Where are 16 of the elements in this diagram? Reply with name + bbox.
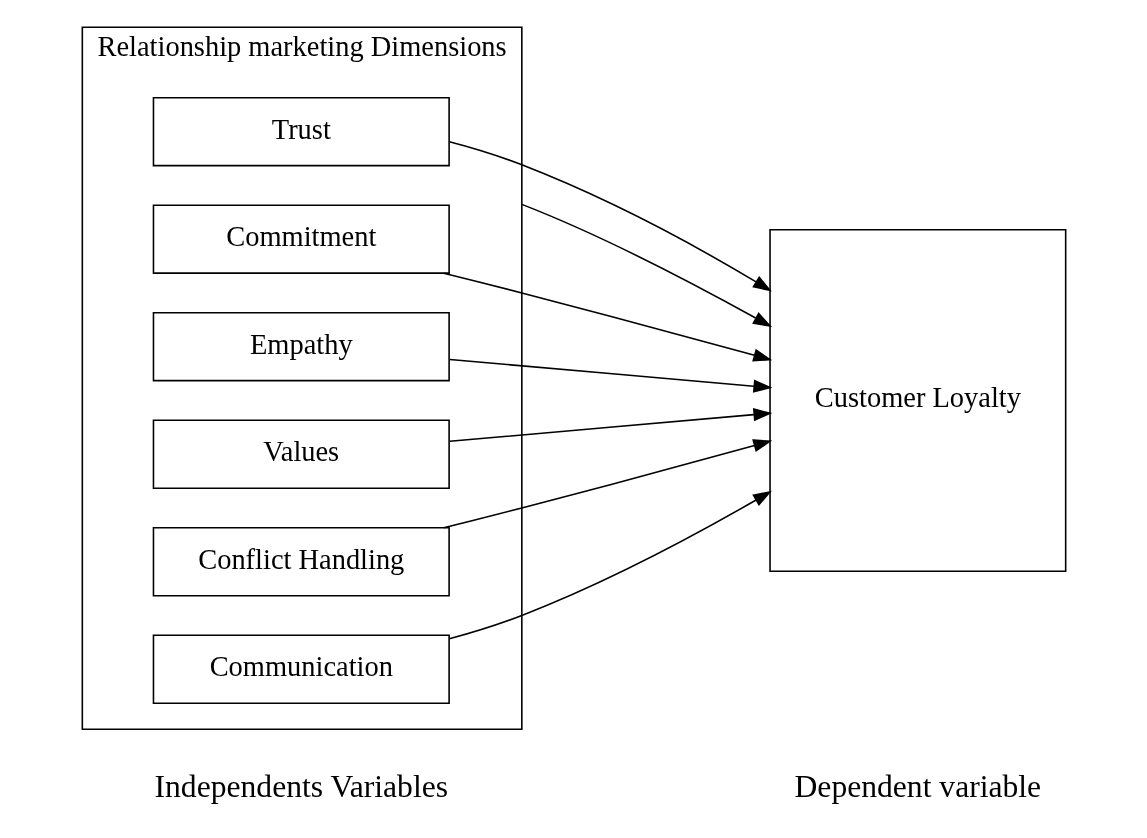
arrow: [442, 439, 772, 529]
arrow: [442, 272, 772, 362]
label: Dependent variable: [794, 769, 1041, 805]
arrow: [520, 203, 772, 328]
arrow: [448, 408, 772, 443]
node-box: Commitment: [152, 204, 450, 274]
label: Independents Variables: [154, 769, 448, 805]
node-box: Trust: [152, 96, 450, 167]
arrow: [448, 358, 772, 393]
node-box: Empathy: [152, 311, 450, 382]
node-box: Values: [152, 419, 450, 489]
node-box: Customer Loyalty: [768, 228, 1066, 572]
arrow: [448, 490, 772, 640]
node-box: Conflict Handling: [152, 526, 450, 597]
arrow: [448, 141, 772, 292]
node-box: Communication: [152, 634, 450, 704]
